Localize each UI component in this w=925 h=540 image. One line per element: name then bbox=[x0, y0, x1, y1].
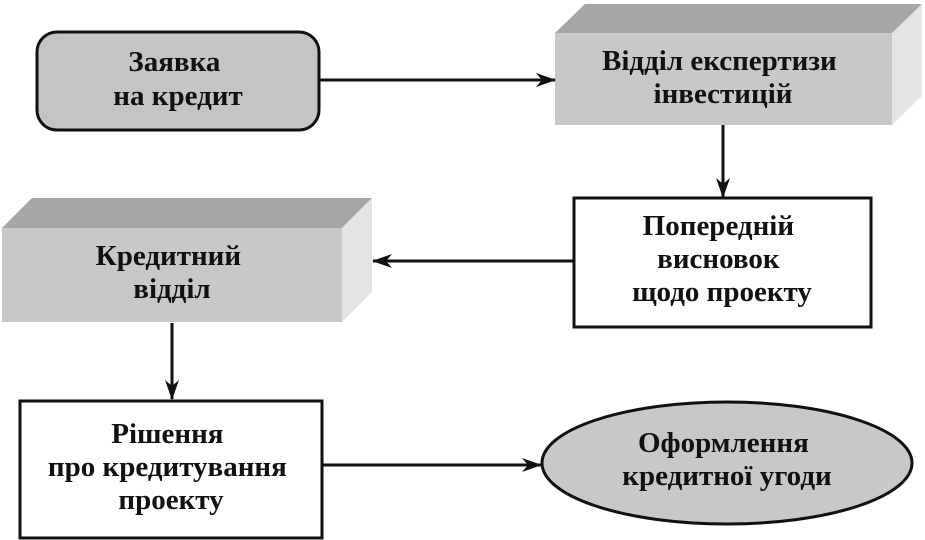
node-agreement: Оформлення кредитної угоди bbox=[540, 400, 914, 526]
credit-department-front bbox=[2, 228, 342, 322]
investment-expertise-line-2: інвестицій bbox=[654, 78, 793, 110]
node-preliminary-conclusion: Попередній висновок щодо проекту bbox=[572, 196, 873, 329]
node-decision: Рішення про кредитування проекту bbox=[18, 399, 324, 540]
application-line-2: на кредит bbox=[113, 80, 242, 112]
decision-label: Рішення про кредитування проекту bbox=[48, 418, 294, 516]
application-shape bbox=[35, 30, 321, 132]
agreement-label: Оформлення кредитної угоди bbox=[622, 427, 831, 492]
agreement-shape bbox=[540, 400, 914, 526]
investment-expertise-line-1: Відділ експертизи bbox=[602, 45, 837, 77]
credit-department-label: Кредитний відділ bbox=[96, 240, 249, 305]
decision-line-2: про кредитування bbox=[48, 451, 287, 483]
credit-department-top bbox=[2, 198, 372, 228]
agreement-line-2: кредитної угоди bbox=[622, 460, 831, 492]
node-investment-expertise: Відділ експертизи інвестицій bbox=[555, 4, 922, 125]
preliminary-conclusion-line-1: Попередній bbox=[643, 210, 794, 242]
preliminary-conclusion-label: Попередній висновок щодо проекту bbox=[632, 210, 812, 308]
credit-department-line-1: Кредитний bbox=[96, 240, 241, 272]
decision-shape bbox=[18, 399, 324, 540]
node-application: Заявка на кредит bbox=[35, 30, 321, 132]
node-credit-department: Кредитний відділ bbox=[2, 198, 372, 322]
credit-department-line-2: відділ bbox=[133, 273, 210, 305]
application-label: Заявка на кредит bbox=[113, 46, 242, 112]
agreement-line-1: Оформлення bbox=[638, 427, 809, 459]
application-line-1: Заявка bbox=[128, 46, 220, 78]
preliminary-conclusion-line-3: щодо проекту bbox=[632, 276, 812, 308]
credit-department-side bbox=[342, 198, 372, 322]
investment-expertise-top bbox=[555, 4, 922, 33]
investment-expertise-label: Відділ експертизи інвестицій bbox=[602, 45, 844, 110]
preliminary-conclusion-shape bbox=[572, 196, 873, 329]
decision-line-1: Рішення bbox=[111, 418, 223, 450]
investment-expertise-side bbox=[892, 4, 922, 125]
preliminary-conclusion-line-2: висновок bbox=[657, 243, 780, 275]
investment-expertise-front bbox=[555, 33, 892, 125]
decision-line-3: проекту bbox=[118, 484, 224, 516]
